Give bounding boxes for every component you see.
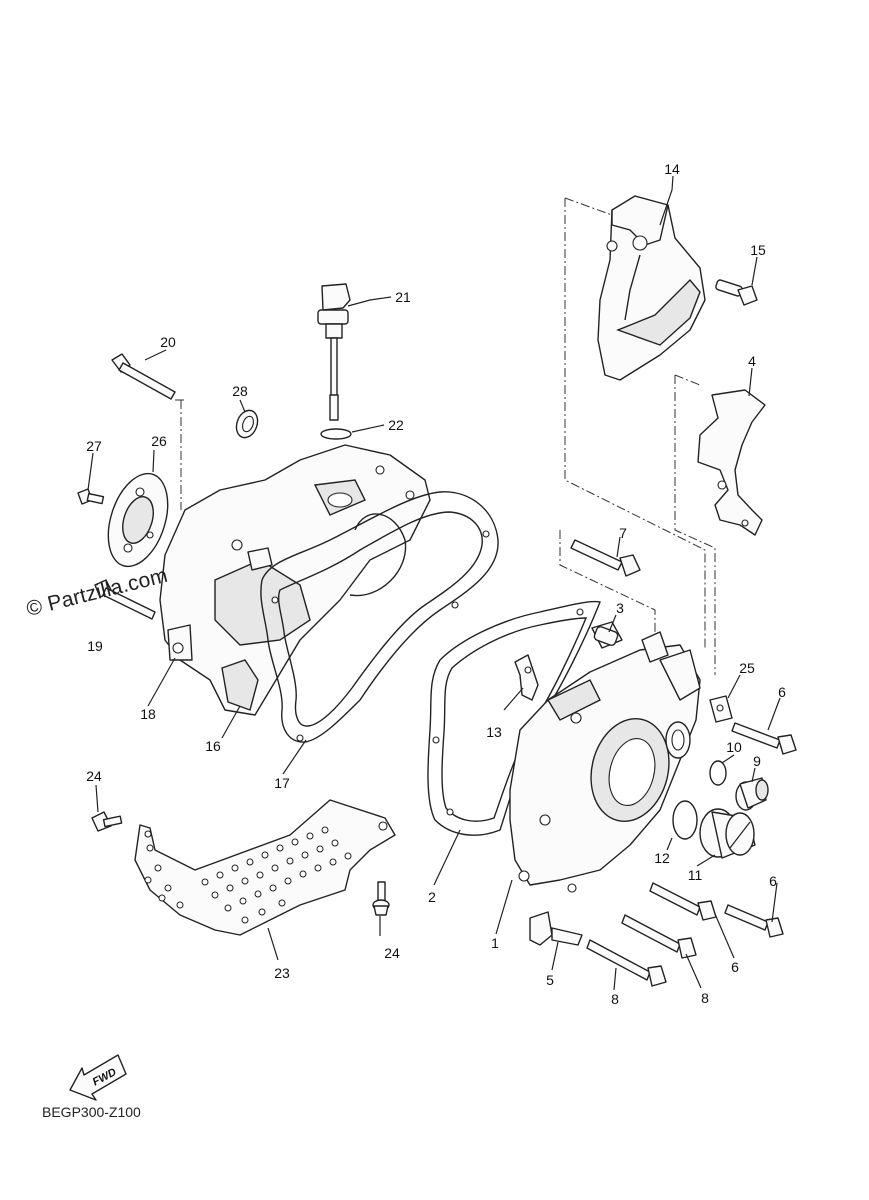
callout-15: 15 <box>750 242 766 258</box>
callout-1: 1 <box>491 935 499 951</box>
callout-27: 27 <box>86 438 102 454</box>
callout-14: 14 <box>664 161 680 177</box>
callout-19: 19 <box>87 638 103 654</box>
callout-2: 2 <box>428 889 436 905</box>
skid-plate-part[interactable] <box>134 799 396 936</box>
diagram-code: BEGP300-Z100 <box>42 1104 141 1120</box>
bolt-part-6-upper[interactable] <box>731 722 797 755</box>
dowel-part-3[interactable] <box>593 626 619 647</box>
callout-3: 3 <box>616 600 624 616</box>
callout-18: 18 <box>140 706 156 722</box>
clamp-part-13[interactable] <box>514 654 539 701</box>
bolt-part-19[interactable] <box>94 579 156 620</box>
callout-26: 26 <box>151 433 167 449</box>
cover-plate-part-26[interactable] <box>97 466 178 574</box>
callout-24-left: 24 <box>86 768 102 784</box>
callout-23: 23 <box>274 965 290 981</box>
plug-part-9[interactable] <box>735 777 769 811</box>
oil-dipstick-part[interactable] <box>317 283 351 421</box>
callout-9: 9 <box>753 753 761 769</box>
forward-direction-arrow-icon: FWD <box>69 1054 127 1101</box>
guide-plate-part[interactable] <box>697 389 766 536</box>
callout-6-upper: 6 <box>778 684 786 700</box>
oil-seal-part-28[interactable] <box>233 407 261 440</box>
callout-25: 25 <box>739 660 755 676</box>
callout-10: 10 <box>726 739 742 755</box>
bolt-part-7[interactable] <box>570 539 641 577</box>
bolt-part-6-lower-mid[interactable] <box>649 882 717 921</box>
callout-13: 13 <box>486 724 502 740</box>
callout-28: 28 <box>232 383 248 399</box>
bolt-part-8-upper[interactable] <box>621 914 697 959</box>
sprocket-cover-part[interactable] <box>597 195 706 381</box>
crankcase-cover-right-part[interactable] <box>509 621 701 893</box>
callout-8-right: 8 <box>701 990 709 1006</box>
callout-7: 7 <box>619 525 627 541</box>
callout-6-mid: 6 <box>731 959 739 975</box>
o-ring-part-10[interactable] <box>709 760 727 786</box>
crankcase-cover-left-part[interactable] <box>159 444 431 716</box>
gasket-part-17[interactable] <box>260 491 499 743</box>
callout-8-left: 8 <box>611 991 619 1007</box>
clip-part-25[interactable] <box>709 695 733 723</box>
callout-labels: 14 15 4 21 22 28 20 26 27 19 18 16 17 7 … <box>86 161 786 1007</box>
callout-17: 17 <box>274 775 290 791</box>
callout-21: 21 <box>395 289 411 305</box>
callout-5: 5 <box>546 972 554 988</box>
small-bolt-part-27[interactable] <box>77 488 105 505</box>
holder-part-5[interactable] <box>529 911 583 946</box>
callout-22: 22 <box>388 417 404 433</box>
plug-cap-part-11[interactable] <box>699 808 756 859</box>
callout-11: 11 <box>688 867 703 883</box>
callout-20: 20 <box>160 334 176 350</box>
o-ring-part-12[interactable] <box>672 800 698 840</box>
bolt-part-6-lower-right[interactable] <box>724 904 784 938</box>
assembly-guide-lines <box>175 197 716 700</box>
callout-24-right: 24 <box>384 945 400 961</box>
cover-bolt-part-15[interactable] <box>715 279 758 306</box>
callout-4: 4 <box>748 353 756 369</box>
callout-12: 12 <box>654 850 670 866</box>
long-bolt-part-20[interactable] <box>111 353 176 400</box>
bolt-part-24-right[interactable] <box>372 881 390 916</box>
o-ring-part-22[interactable] <box>320 428 352 440</box>
callout-16: 16 <box>205 738 221 754</box>
callout-6-right: 6 <box>769 873 777 889</box>
bolt-part-8-lower[interactable] <box>586 939 667 987</box>
leader-lines <box>87 175 781 991</box>
bolt-part-24-left[interactable] <box>91 811 123 832</box>
